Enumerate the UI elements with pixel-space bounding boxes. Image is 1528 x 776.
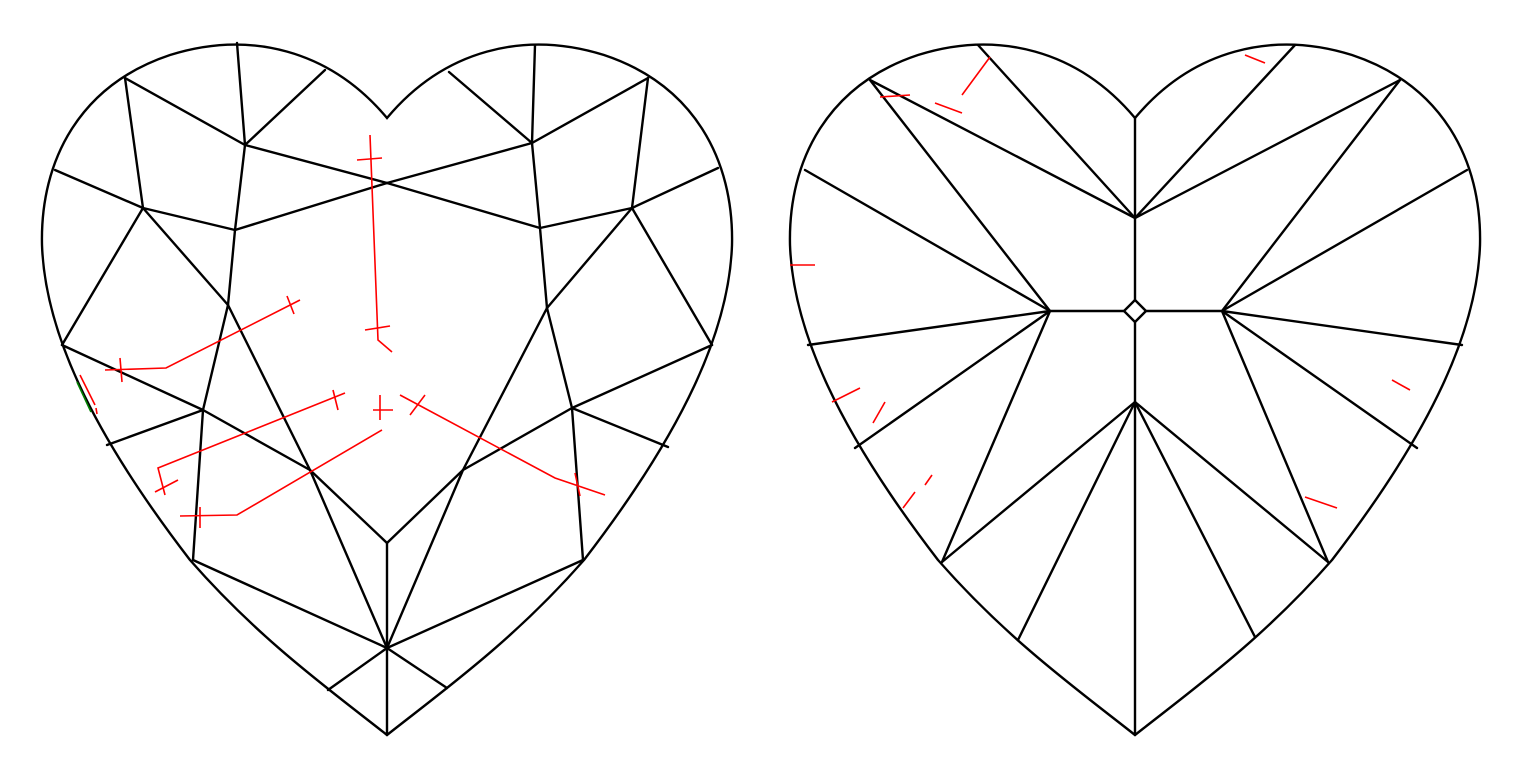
- facet-line: [191, 408, 205, 562]
- inclusion-mark: [879, 94, 911, 98]
- facet-line: [530, 43, 537, 145]
- facet-line: [1220, 309, 1330, 564]
- facet-line: [530, 141, 542, 230]
- facet-line: [226, 303, 312, 472]
- facet-line: [570, 343, 714, 410]
- inclusion-mark: [399, 394, 606, 496]
- inclusion-mark: [872, 401, 886, 424]
- facet-line: [630, 76, 650, 210]
- facet-line: [545, 206, 634, 310]
- inclusion-mark: [1391, 379, 1411, 391]
- inclusion-mark: [286, 295, 295, 315]
- inclusion-mark: [961, 56, 991, 96]
- facet-line: [1133, 400, 1330, 564]
- inclusion-mark: [831, 387, 861, 403]
- facet-line: [201, 303, 230, 412]
- facet-line: [630, 166, 720, 210]
- facet-line: [1016, 400, 1137, 642]
- inclusion-mark: [574, 472, 581, 497]
- facet-line: [538, 226, 549, 310]
- facet-line: [385, 181, 542, 230]
- facet-line: [141, 206, 237, 232]
- facet-line: [1133, 400, 1257, 639]
- inclusion-mark: [119, 357, 123, 383]
- facet-line: [803, 168, 1052, 313]
- inclusion-mark: [356, 157, 383, 161]
- inclusion-mark-secondary: [76, 381, 92, 413]
- inclusion-mark: [154, 479, 179, 493]
- inclusion-mark: [934, 102, 963, 114]
- facet-line: [233, 181, 389, 232]
- facet-line: [447, 70, 534, 145]
- facet-line: [1220, 309, 1464, 347]
- inclusion-mark: [409, 394, 426, 416]
- facet-line: [630, 206, 714, 347]
- inclusion-mark: [369, 134, 393, 353]
- inclusion-mark: [179, 429, 383, 517]
- inclusion-mark: [104, 299, 301, 371]
- facet-line: [123, 76, 247, 147]
- facet-line: [141, 206, 230, 307]
- facet-line: [853, 309, 1052, 450]
- facet-line: [201, 408, 312, 472]
- facet-line: [60, 206, 145, 347]
- facet-line: [1220, 168, 1469, 313]
- facet-line: [461, 406, 574, 472]
- facet-line: [461, 306, 549, 472]
- inclusion-mark: [95, 407, 98, 415]
- inclusion-mark: [364, 325, 391, 331]
- facet-line: [1122, 298, 1148, 324]
- facet-line: [868, 78, 1052, 313]
- inclusion-mark: [79, 374, 96, 406]
- inclusion-mark: [1244, 54, 1266, 64]
- facet-line: [226, 228, 237, 307]
- facet-line: [308, 468, 389, 650]
- facet-line: [545, 306, 574, 410]
- facet-line: [308, 468, 389, 545]
- facet-line: [385, 468, 465, 545]
- facet-line: [123, 76, 145, 210]
- facet-line: [385, 646, 449, 690]
- facet-line: [105, 408, 205, 447]
- facet-line: [1133, 43, 1297, 220]
- inclusion-mark: [902, 491, 916, 509]
- facet-line: [326, 646, 389, 692]
- inclusion-mark: [1304, 496, 1338, 509]
- facet-line: [806, 309, 1052, 347]
- inclusion-mark: [157, 392, 346, 496]
- facet-line: [60, 343, 205, 412]
- facet-line: [191, 558, 389, 650]
- facet-line: [235, 41, 247, 147]
- facet-line: [940, 309, 1052, 564]
- pavilion-view: [788, 43, 1482, 737]
- facet-line: [385, 468, 465, 650]
- inclusion-mark: [924, 474, 933, 486]
- facet-line: [243, 143, 389, 185]
- facet-line: [385, 141, 534, 185]
- facet-line: [1220, 78, 1402, 313]
- facet-line: [538, 206, 634, 230]
- crown-view: [40, 41, 734, 737]
- facet-line: [976, 43, 1137, 220]
- facet-line: [940, 400, 1137, 564]
- facet-line: [1133, 78, 1402, 220]
- facet-line: [385, 558, 585, 650]
- facet-line: [1220, 309, 1419, 450]
- facet-line: [233, 143, 247, 232]
- facet-line: [53, 168, 145, 210]
- facet-line: [570, 406, 670, 449]
- facet-line: [868, 78, 1137, 220]
- facet-line: [243, 68, 327, 147]
- inclusion-mark: [332, 389, 339, 411]
- facet-line: [530, 76, 650, 145]
